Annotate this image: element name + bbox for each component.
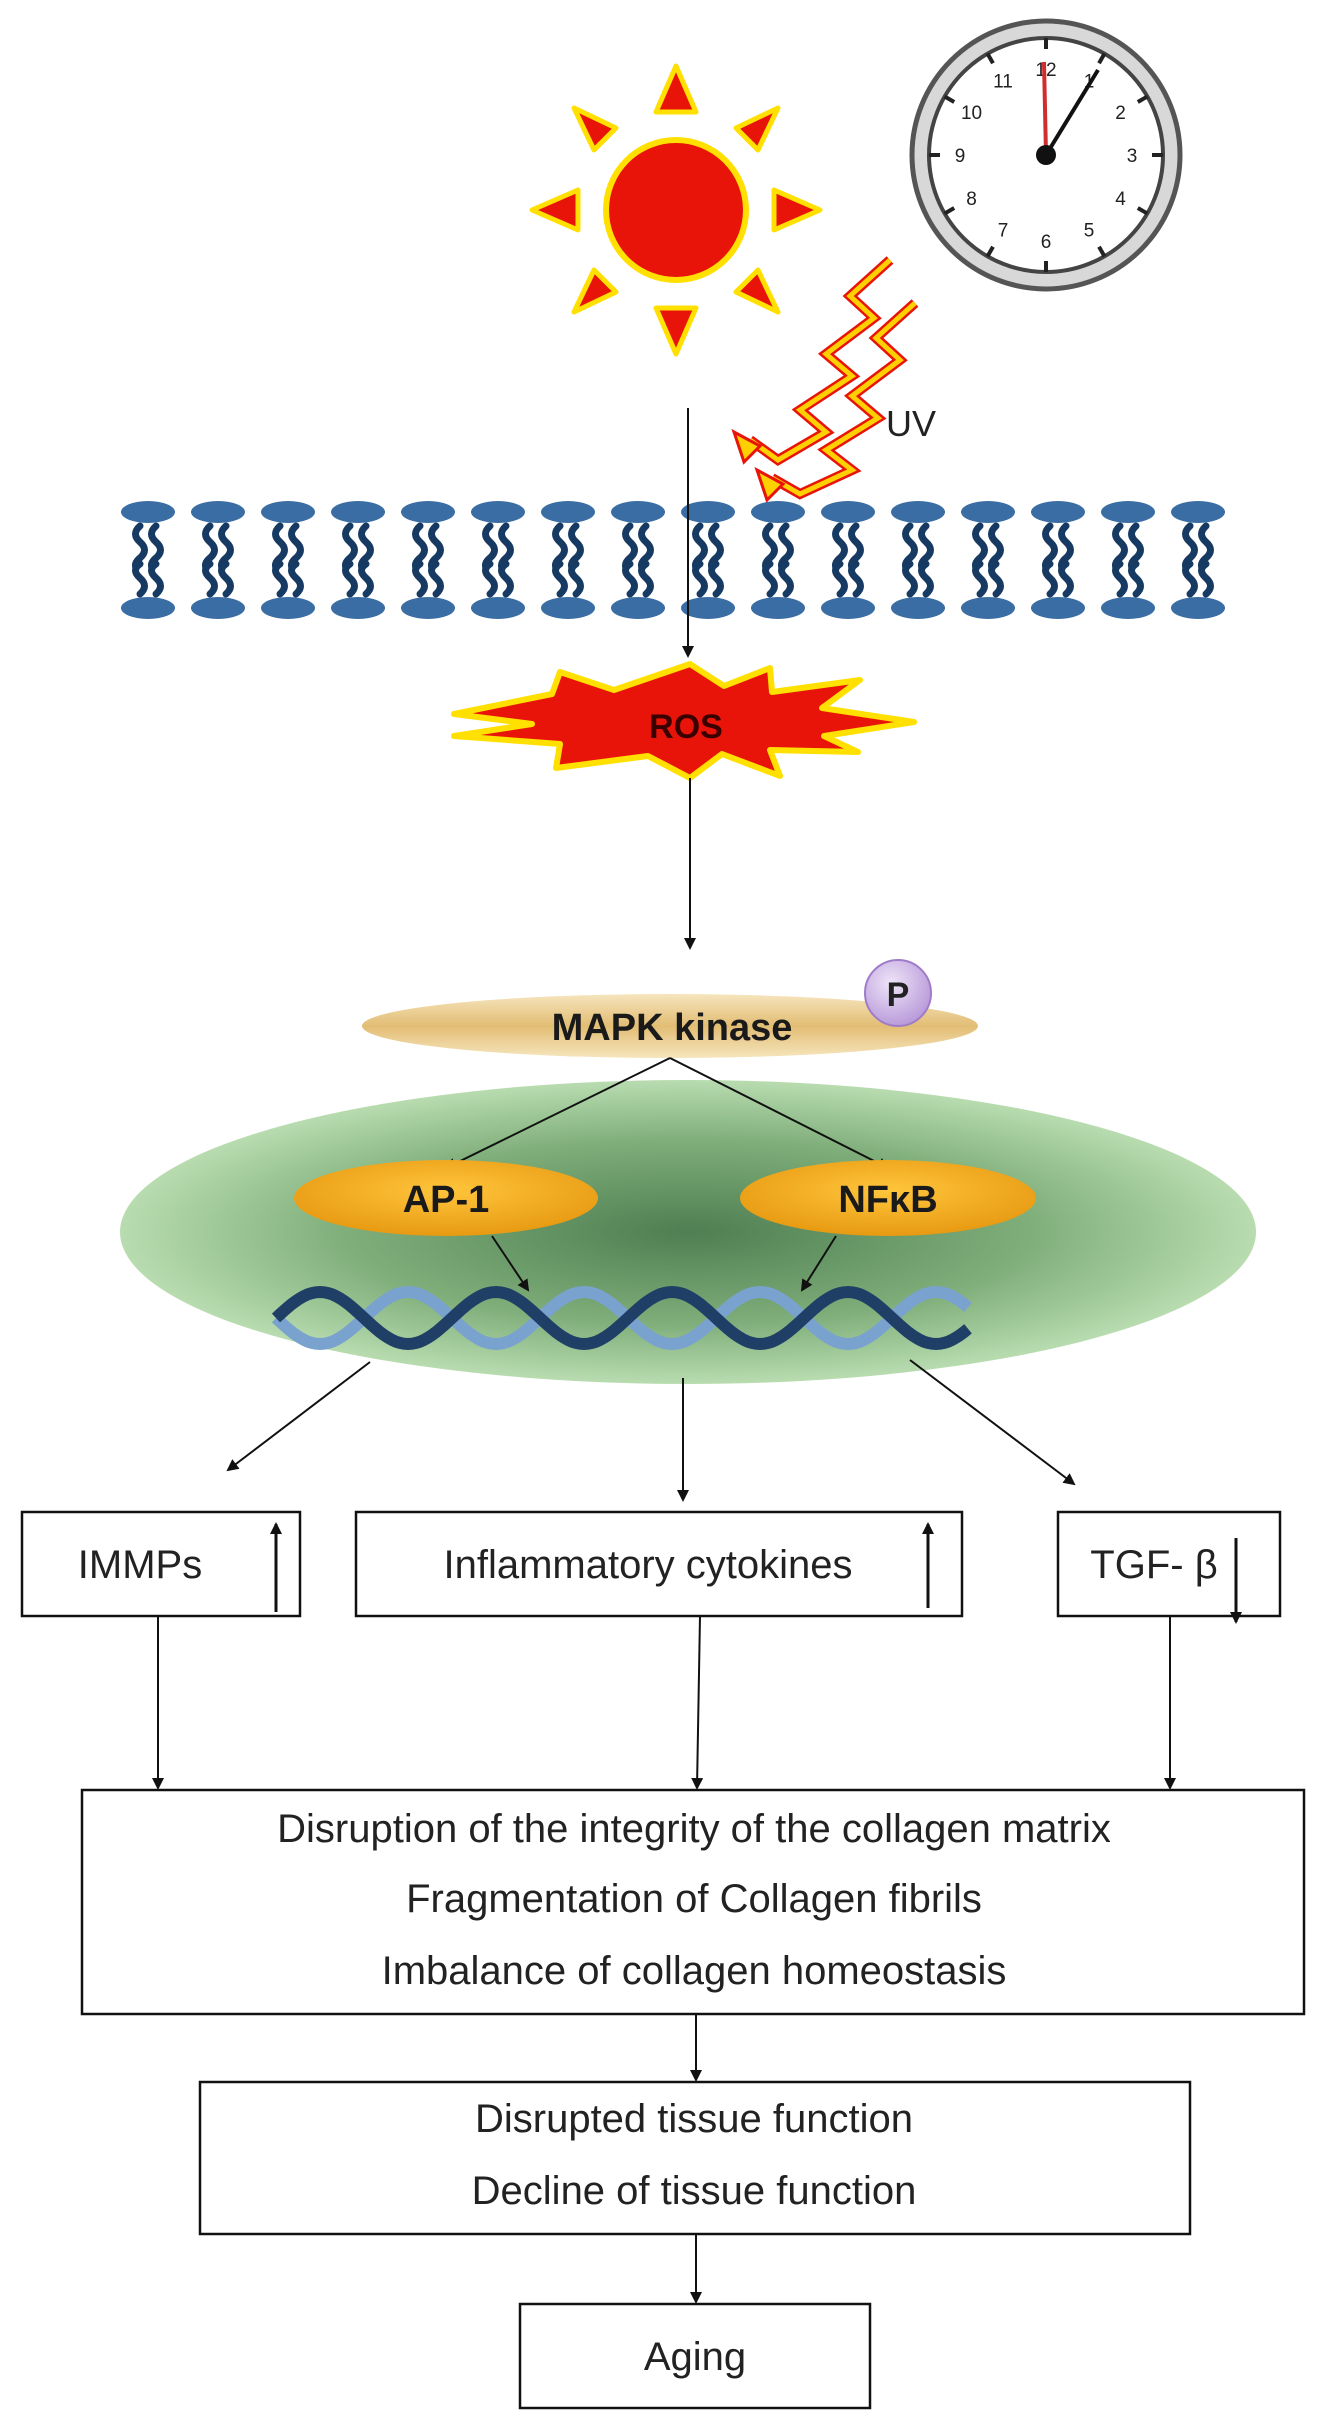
arrow-cytokines-to-collagen	[691, 1615, 704, 1790]
clock-number: 6	[1041, 232, 1052, 253]
ros-burst	[451, 661, 917, 781]
cell-membrane	[121, 501, 1225, 619]
collagen-line-1: Disruption of the integrity of the colla…	[277, 1807, 1111, 1851]
lipid-unit	[541, 501, 595, 619]
ap1-ellipse	[294, 1160, 598, 1236]
clock-tick	[1136, 94, 1149, 104]
arrow-nucleus-to-tgf	[909, 1359, 1076, 1486]
nfkb-ellipse	[740, 1160, 1036, 1236]
tissue-line-2: Decline of tissue function	[472, 2169, 917, 2213]
tgf-box: TGF- β	[1056, 1510, 1282, 1624]
lipid-unit	[261, 501, 315, 619]
lipid-unit	[191, 501, 245, 619]
lipid-unit	[681, 501, 735, 619]
lipid-unit	[611, 501, 665, 619]
arrow-nfkb-to-dna	[800, 1235, 837, 1292]
clock-number: 8	[966, 189, 977, 210]
clock-tick	[985, 52, 995, 65]
mapk-label: MAPK kinase	[552, 1007, 793, 1049]
clock-tick	[985, 245, 995, 258]
clock-number: 2	[1115, 103, 1126, 124]
lipid-unit	[751, 501, 805, 619]
ap1-label: AP-1	[403, 1179, 490, 1221]
clock-tick	[1136, 206, 1149, 216]
lipid-unit	[961, 501, 1015, 619]
uv-label: UV	[886, 403, 936, 444]
lipid-unit	[471, 501, 525, 619]
clock-number: 10	[961, 103, 982, 124]
lipid-unit	[1171, 501, 1225, 619]
nucleus	[120, 1080, 1256, 1384]
arrow-ap1-to-dna	[491, 1235, 530, 1292]
cytokines-box: Inflammatory cytokines	[354, 1510, 964, 1618]
mmps-box: IMMPs	[20, 1510, 302, 1618]
sun-icon	[529, 63, 823, 357]
lipid-unit	[1101, 501, 1155, 619]
dna-strand	[271, 1285, 972, 1351]
uv-rays-icon	[731, 256, 919, 503]
arrow-mapk-to-nfkb	[669, 1057, 890, 1169]
lipid-unit	[331, 501, 385, 619]
mmps-label: IMMPs	[78, 1543, 202, 1587]
collagen-box: Disruption of the integrity of the colla…	[80, 1788, 1306, 2016]
clock-tick	[943, 206, 956, 216]
lipid-unit	[1031, 501, 1085, 619]
ros-label: ROS	[649, 708, 723, 746]
dna-strand	[271, 1285, 972, 1351]
lipid-unit	[121, 501, 175, 619]
clock-number: 9	[955, 146, 966, 167]
arrow-mapk-to-ap1	[444, 1057, 671, 1169]
phosphate-label: P	[887, 976, 910, 1014]
aging-label: Aging	[644, 2335, 746, 2379]
lipid-unit	[401, 501, 455, 619]
arrow-nucleus-to-mmps	[226, 1361, 371, 1472]
clock-number: 5	[1084, 220, 1095, 241]
clock-tick	[943, 94, 956, 104]
nfkb-label: NFκB	[838, 1179, 937, 1221]
clock-number: 3	[1127, 146, 1138, 167]
clock-number: 7	[998, 220, 1009, 241]
phosphate-icon	[864, 959, 932, 1027]
clock-number: 4	[1115, 189, 1126, 210]
clock-number: 11	[993, 72, 1013, 93]
collagen-line-2: Fragmentation of Collagen fibrils	[406, 1877, 982, 1921]
clock-icon: 121234567891011	[909, 18, 1183, 292]
dna-helix	[271, 1285, 972, 1351]
clock-tick	[1097, 52, 1107, 65]
mapk-kinase-ellipse	[362, 994, 978, 1058]
lipid-unit	[891, 501, 945, 619]
collagen-line-3: Imbalance of collagen homeostasis	[382, 1949, 1007, 1993]
aging-box: Aging	[518, 2302, 872, 2410]
tgf-label: TGF- β	[1090, 1543, 1217, 1587]
cytokines-label: Inflammatory cytokines	[443, 1543, 852, 1587]
tissue-line-1: Disrupted tissue function	[475, 2097, 913, 2141]
clock-tick	[1097, 245, 1107, 258]
tissue-box: Disrupted tissue function Decline of tis…	[198, 2080, 1192, 2236]
lipid-unit	[821, 501, 875, 619]
